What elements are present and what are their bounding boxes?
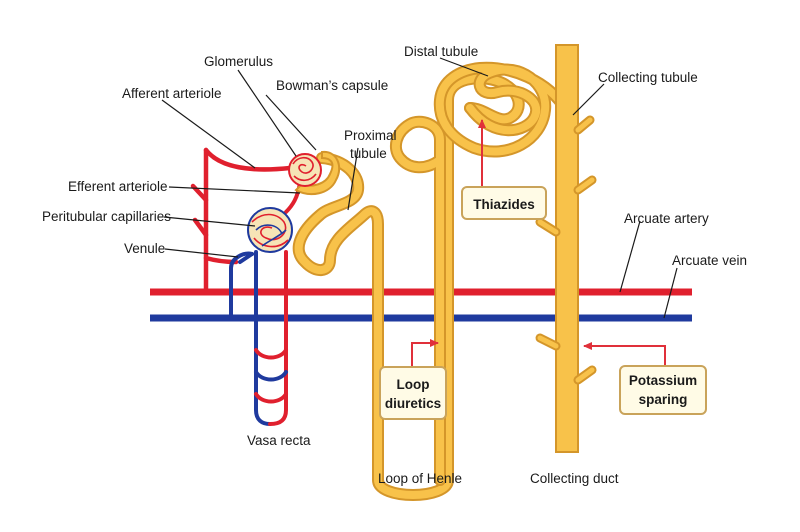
venule-vessel bbox=[229, 251, 254, 320]
label-proximal-tubule-line2: tubule bbox=[350, 146, 387, 161]
thiazides-label: Thiazides bbox=[473, 197, 535, 212]
collecting-duct-shape bbox=[535, 44, 597, 453]
label-distal-tubule: Distal tubule bbox=[404, 44, 478, 59]
loop-diuretics-label-line1: Loop bbox=[397, 377, 430, 392]
label-loop-of-henle: Loop of Henle bbox=[378, 471, 462, 486]
drug-arrows bbox=[411, 119, 666, 366]
potassium-sparing-box bbox=[619, 365, 707, 415]
label-proximal-tubule-line1: Proximal bbox=[344, 128, 397, 143]
label-collecting-duct: Collecting duct bbox=[530, 471, 619, 486]
label-arcuate-artery: Arcuate artery bbox=[624, 211, 709, 226]
label-vasa-recta: Vasa recta bbox=[247, 433, 311, 448]
label-collecting-tubule: Collecting tubule bbox=[598, 70, 698, 85]
label-glomerulus: Glomerulus bbox=[204, 54, 273, 69]
label-arcuate-vein: Arcuate vein bbox=[672, 253, 747, 268]
loop-diuretics-label-line2: diuretics bbox=[385, 396, 441, 411]
loop-of-henle-tube bbox=[389, 115, 446, 486]
potassium-sparing-label-line1: Potassium bbox=[629, 373, 697, 388]
glomerulus-shape bbox=[288, 153, 322, 187]
peritubular-capillaries-shape bbox=[247, 207, 293, 253]
loop-diuretics-box bbox=[379, 366, 447, 420]
label-bowmans-capsule: Bowman’s capsule bbox=[276, 78, 388, 93]
label-venule: Venule bbox=[124, 241, 165, 256]
label-efferent-arteriole: Efferent arteriole bbox=[68, 179, 168, 194]
efferent-arteriole-vessel bbox=[284, 180, 302, 214]
leader-lines bbox=[161, 57, 678, 319]
label-peritubular-capillaries: Peritubular capillaries bbox=[42, 209, 171, 224]
thiazides-box bbox=[461, 186, 547, 220]
potassium-sparing-label-line2: sparing bbox=[639, 392, 688, 407]
vasa-recta-vessels bbox=[254, 250, 288, 426]
label-afferent-arteriole: Afferent arteriole bbox=[122, 86, 222, 101]
nephron-tubule bbox=[292, 72, 525, 501]
